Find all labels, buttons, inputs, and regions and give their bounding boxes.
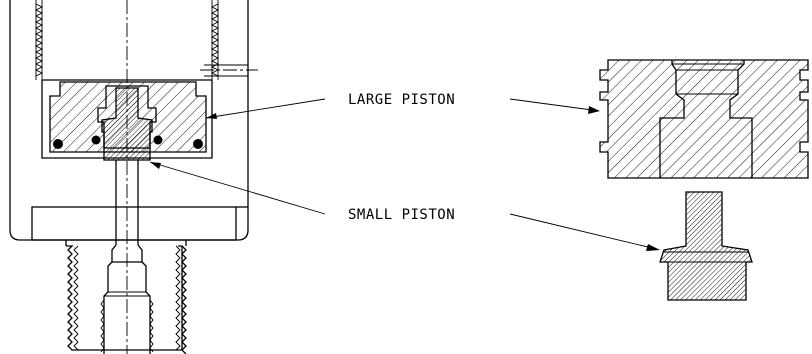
side-port (200, 64, 258, 77)
large-piston-detail (599, 59, 809, 179)
top-thread (34, 0, 220, 80)
o-ring-outer-right (193, 139, 203, 149)
base-flange (31, 206, 237, 241)
cylinder-cavity (41, 79, 213, 159)
o-ring-outer-left (53, 139, 63, 149)
assembly-view (9, 0, 258, 354)
small-piston-detail (659, 191, 753, 301)
o-ring-inner-right (153, 135, 163, 145)
label-small-piston-group: SMALL PISTON (149, 161, 660, 251)
bottom-thread (65, 240, 187, 354)
label-large-piston-group: LARGE PISTON (205, 92, 600, 119)
label-small-piston: SMALL PISTON (348, 207, 455, 223)
o-ring-inner-left (91, 135, 101, 145)
label-large-piston: LARGE PISTON (348, 92, 455, 108)
